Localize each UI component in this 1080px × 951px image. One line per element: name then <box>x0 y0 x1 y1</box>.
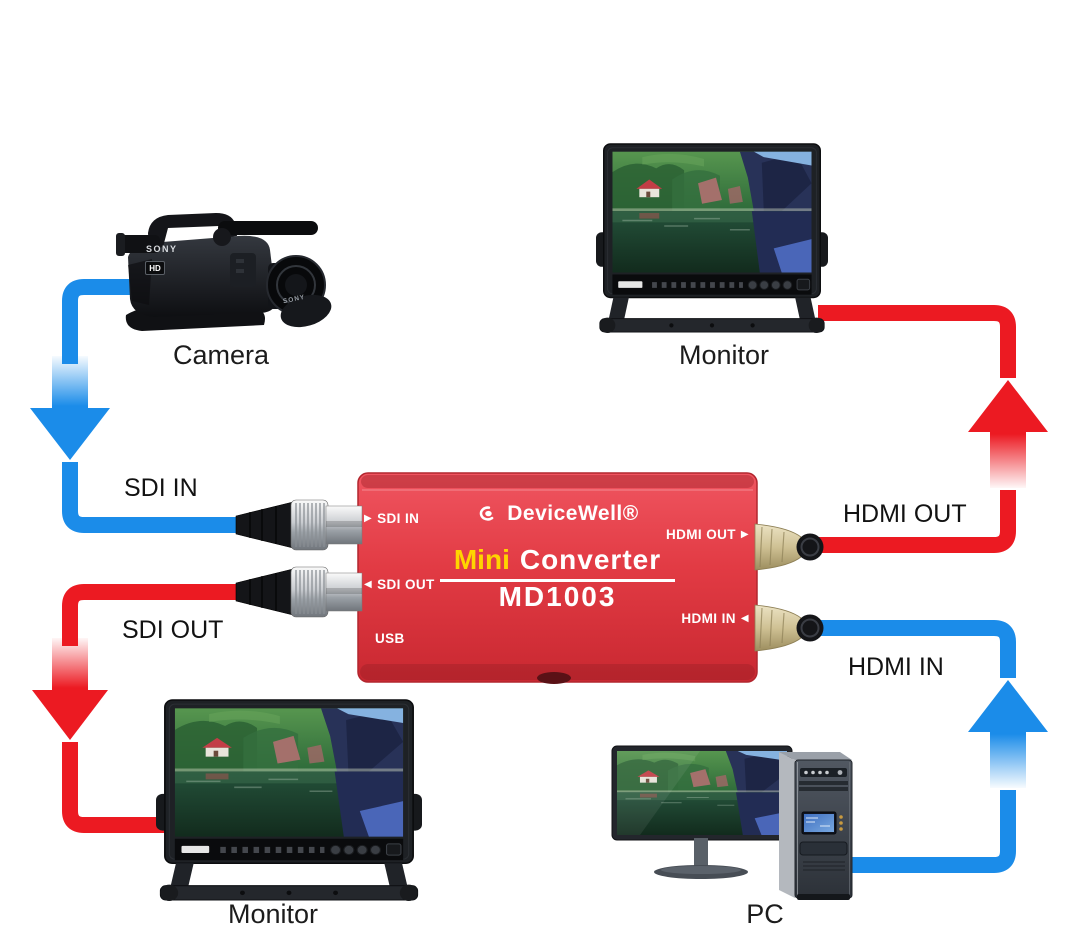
sdi-in-port-label: ▶ SDI IN <box>364 511 420 526</box>
camera-label: Camera <box>172 340 270 370</box>
flow-arrow-stem <box>52 638 88 690</box>
device-product-accent: Mini <box>453 544 510 575</box>
flow-arrow-stem <box>990 732 1026 788</box>
camera-hd-badge: HD <box>145 261 165 275</box>
devicewell-logo-icon <box>480 506 494 521</box>
hdmi-out-cable-label: HDMI OUT <box>843 500 967 528</box>
right-triangle-icon: ▶ <box>740 528 749 540</box>
hdmi-in-port-label: HDMI IN ◀ <box>681 611 749 626</box>
flow-arrow-up-icon <box>968 680 1048 732</box>
left-triangle-icon: ◀ <box>740 612 749 624</box>
camera-sony-badge: SONY <box>146 244 178 254</box>
converter-device <box>357 472 758 684</box>
pc-label: PC <box>746 899 784 929</box>
hdmi-out-port-label: HDMI OUT ▶ <box>665 527 749 542</box>
hdmi-in-cable-label: HDMI IN <box>848 653 944 681</box>
cable-hdmi-out-path <box>812 305 1048 553</box>
monitor-top-label: Monitor <box>678 340 770 370</box>
flow-arrow-down-icon <box>32 690 108 740</box>
monitor-illustration-top <box>596 144 828 333</box>
device-product-row: Mini Converter <box>358 544 757 582</box>
camera-illustration <box>116 213 332 331</box>
device-brand-text: DeviceWell® <box>507 502 639 525</box>
monitor-illustration-bottom <box>156 700 422 901</box>
hdmi-connector-out <box>754 523 824 571</box>
sdi-in-cable-label: SDI IN <box>124 474 198 502</box>
bnc-connector-sdi-in <box>235 499 363 551</box>
cable-sdi-out-path <box>32 584 242 833</box>
device-brand-row: DeviceWell® <box>358 502 757 526</box>
flow-arrow-stem <box>52 356 88 408</box>
cable-hdmi-in-path <box>815 620 1048 873</box>
sdi-out-cable-label: SDI OUT <box>122 616 224 644</box>
hdmi-connector-in <box>754 604 824 652</box>
bnc-connector-sdi-out <box>235 566 363 618</box>
device-model: MD1003 <box>498 581 617 612</box>
usb-port-label: USB <box>375 631 405 646</box>
right-triangle-icon: ▶ <box>364 512 373 524</box>
flow-arrow-up-icon <box>968 380 1048 432</box>
cable-sdi-in-path <box>30 279 242 533</box>
left-triangle-icon: ◀ <box>364 578 373 590</box>
pc-illustration <box>611 745 853 900</box>
flow-arrow-stem <box>990 432 1026 488</box>
monitor-bottom-label: Monitor <box>227 899 319 929</box>
device-notch <box>537 672 571 684</box>
device-product-rest: Converter <box>519 544 662 575</box>
sdi-out-port-label: ◀ SDI OUT <box>364 577 435 592</box>
flow-arrow-down-icon <box>30 408 110 460</box>
